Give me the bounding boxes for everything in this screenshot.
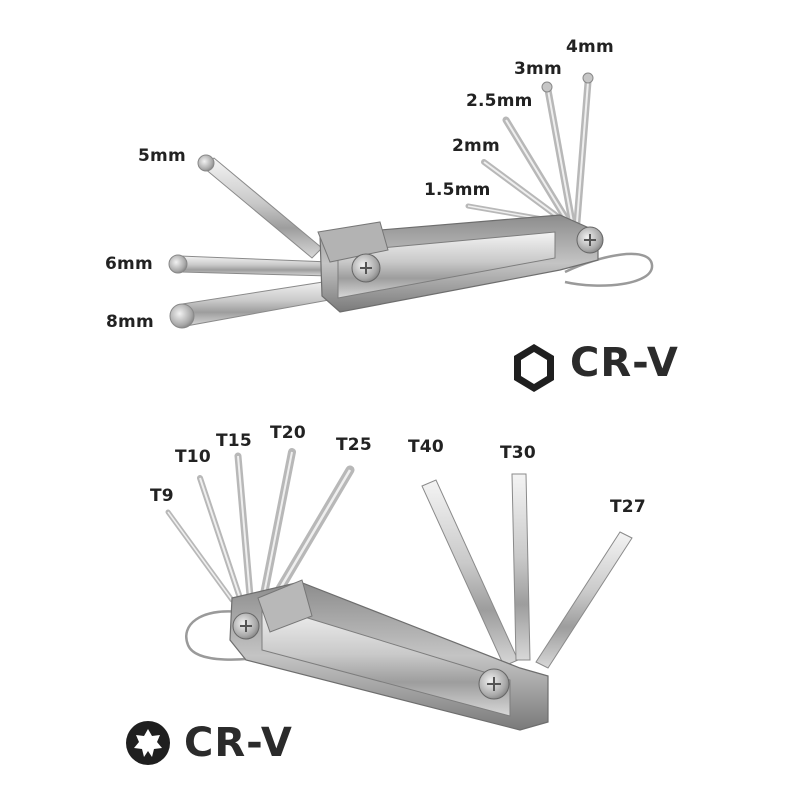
label-5mm: 5mm	[138, 146, 186, 166]
label-t20: T20	[270, 423, 306, 443]
label-4mm: 4mm	[566, 37, 614, 57]
torx-key-t30	[511, 473, 531, 661]
torx-key-t15	[234, 452, 254, 600]
hex-key-6mm	[168, 254, 331, 277]
torx-material-label: CR-V	[184, 720, 293, 766]
label-3mm: 3mm	[514, 59, 562, 79]
label-t15: T15	[216, 431, 252, 451]
label-1-5mm: 1.5mm	[424, 180, 491, 200]
label-2-5mm: 2.5mm	[466, 91, 533, 111]
hex-handle	[317, 214, 604, 313]
label-t10: T10	[175, 447, 211, 467]
hex-key-2-5mm	[502, 116, 572, 226]
label-t40: T40	[408, 437, 444, 457]
hex-key-8mm	[169, 279, 341, 329]
label-2mm: 2mm	[452, 136, 500, 156]
label-t9: T9	[150, 486, 174, 506]
torx-key-t10	[197, 475, 243, 601]
hex-key-4mm	[573, 72, 594, 226]
torx-key-t20	[260, 448, 296, 598]
label-t30: T30	[500, 443, 536, 463]
torx-key-t9	[165, 509, 235, 603]
hex-key-5mm	[197, 154, 323, 259]
hex-key-2mm	[481, 159, 568, 225]
torx-star-icon	[126, 721, 170, 765]
torx-key-set	[165, 448, 633, 731]
torx-key-t27	[535, 531, 633, 669]
label-8mm: 8mm	[106, 312, 154, 332]
hexagon-icon	[514, 344, 554, 392]
hex-key-set	[168, 72, 654, 329]
hex-material-label: CR-V	[570, 340, 679, 386]
label-t27: T27	[610, 497, 646, 517]
label-t25: T25	[336, 435, 372, 455]
torx-handle	[229, 579, 549, 731]
label-6mm: 6mm	[105, 254, 153, 274]
hex-key-3mm	[541, 81, 576, 226]
torx-key-t25	[273, 465, 355, 597]
